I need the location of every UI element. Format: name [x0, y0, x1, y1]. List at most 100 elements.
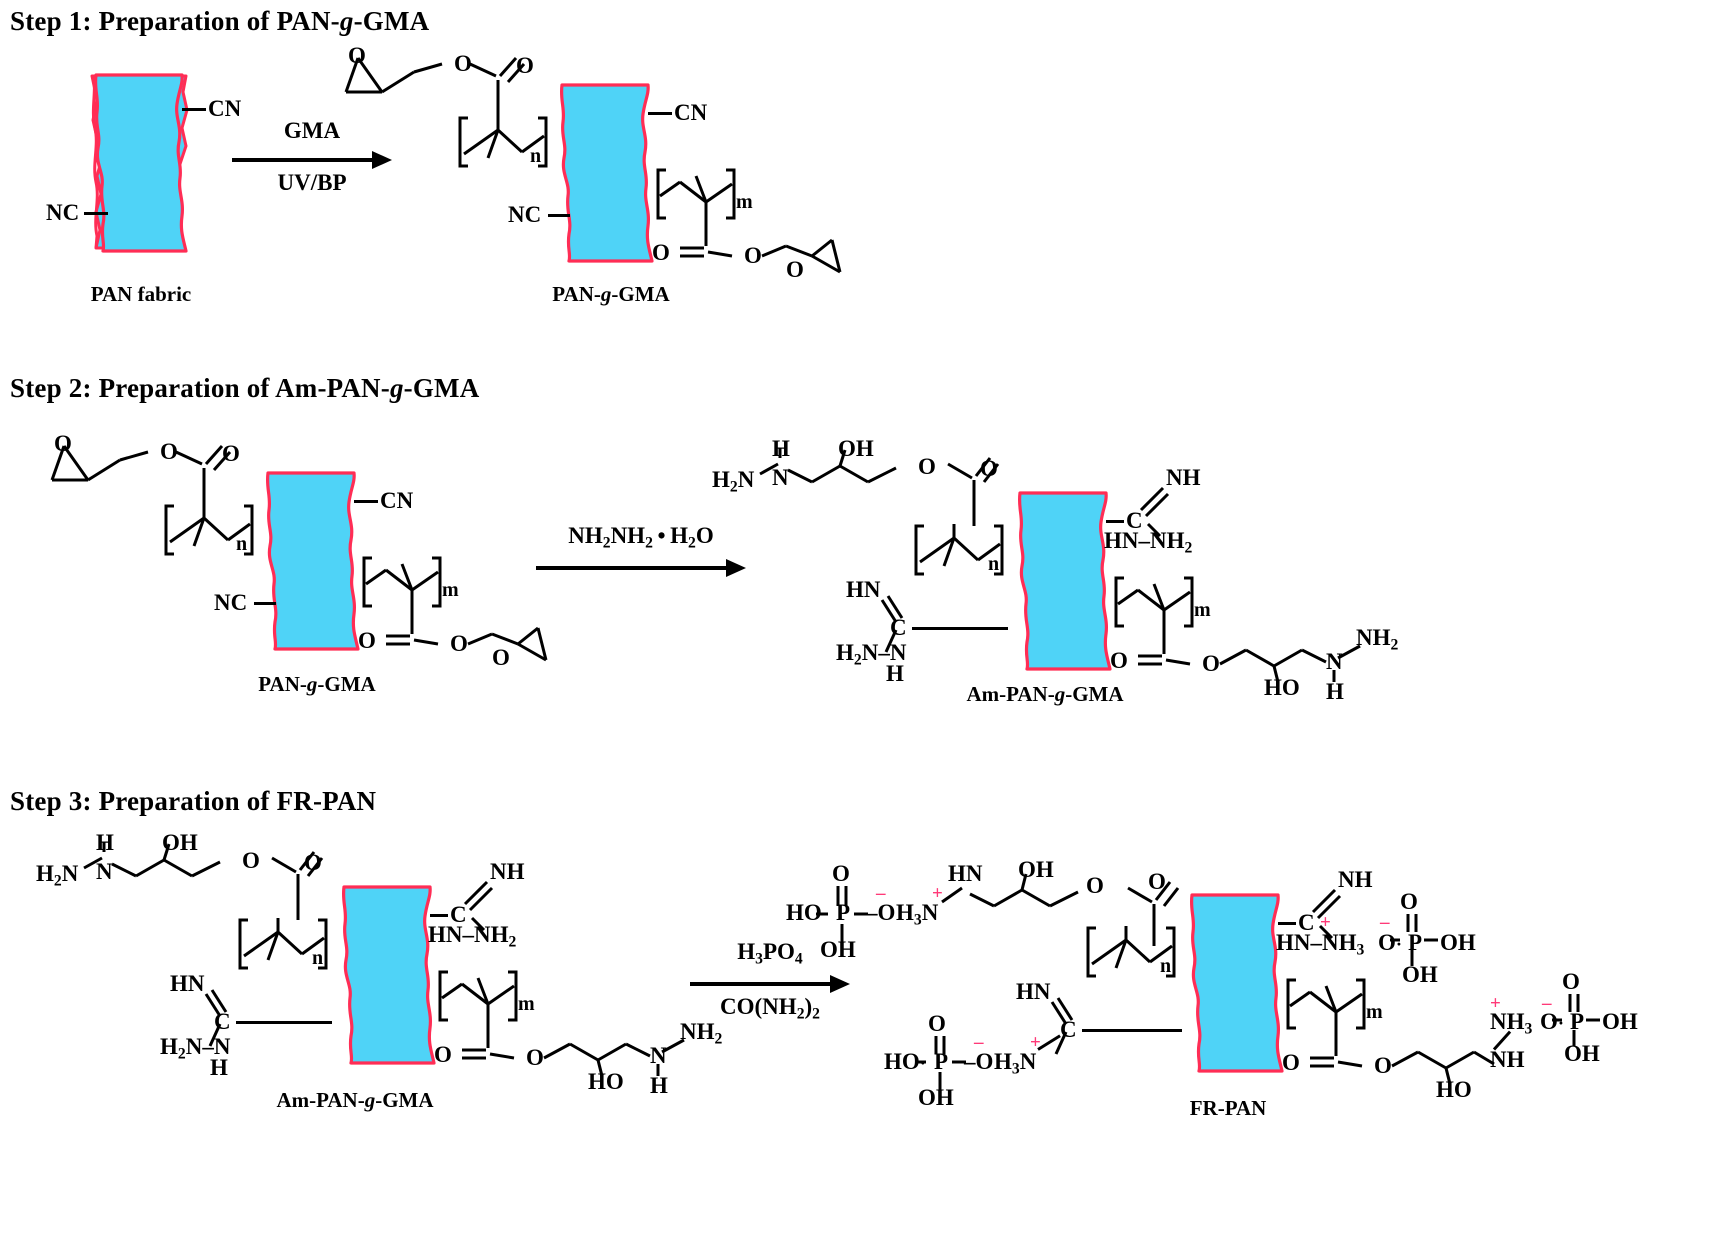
amidrazone-double-bond-top-3 — [463, 876, 524, 936]
charge-minus-fr-bottom: – — [1542, 993, 1552, 1014]
label-o-carbonyl-7: O — [1148, 869, 1166, 894]
label-nh-fr-bottom: NH — [1490, 1047, 1525, 1072]
charge-plus-ul: + — [932, 883, 943, 904]
label-nh-top-3: NH — [490, 859, 525, 884]
gma-epoxide-ester-top-2 — [36, 424, 296, 554]
label-p-fr-bottom: P — [1570, 1009, 1585, 1034]
hydrazine-glycidyl-chain-top-2 — [700, 430, 1020, 560]
fr-ester-chain-bottom — [1270, 1022, 1570, 1112]
label-o-minus-bl: –O — [964, 1049, 994, 1074]
step1-title-italic: g — [339, 6, 354, 36]
label-o-epoxide-1: O — [348, 43, 366, 68]
label-cn-3: CN — [380, 488, 414, 513]
label-h-bottom-right: H — [1326, 679, 1344, 704]
label-oh-fr-bottom-lower: OH — [1564, 1041, 1600, 1066]
label-oh-ul: OH — [1018, 857, 1054, 882]
label-hn-bottom-left-3: HN — [170, 971, 205, 996]
label-o-epoxide-b-1: O — [786, 257, 804, 282]
label-hn-ul: HN — [948, 861, 983, 886]
polymer-bracket-n-2 — [156, 504, 266, 560]
bond-c-fabric-bottom — [912, 627, 1008, 630]
polymer-bracket-n-1 — [450, 116, 560, 172]
ester-aminopropanol-chain-3 — [422, 1014, 782, 1104]
fr-pan-fabric — [1178, 892, 1304, 1074]
charge-minus-bl: – — [974, 1032, 984, 1053]
label-hn-dash-nh2-top-3: HN–NH2 — [428, 922, 517, 951]
label-o-phosphoryl-fr-top: O — [1400, 889, 1418, 914]
bond-c-fabric-fr-bottom — [1082, 1029, 1182, 1032]
step3-reagent-above: H3PO4 — [737, 938, 803, 967]
phosphate-bl-bonds — [916, 1034, 1084, 1114]
polymer-bracket-n-5 — [1078, 926, 1188, 982]
label-o-ester-6: O — [526, 1045, 544, 1070]
label-oh-fr-top-bottom: OH — [1402, 962, 1438, 987]
label-ho-bottom-3: HO — [588, 1069, 624, 1094]
step2-title-suffix: -GMA — [403, 373, 480, 403]
label-n-subscript-1: n — [530, 145, 542, 167]
bond-fabric-cn-3 — [354, 500, 378, 503]
label-p-fr-top: P — [1408, 930, 1423, 955]
label-c-amidinium-top: C — [1298, 910, 1315, 935]
label-hn-dash-nh2-top: HN–NH2 — [1104, 528, 1193, 557]
label-o-carbonyl-4: O — [1110, 648, 1128, 673]
label-o-epoxide-b-2: O — [492, 645, 510, 670]
pan-fabric-ribbon-shape — [82, 72, 208, 254]
pan-g-gma-fabric-1 — [548, 82, 674, 264]
bond-nc-fabric-3 — [254, 602, 276, 605]
label-o-ester-1: O — [454, 51, 472, 76]
label-o-carbonyl-2: O — [222, 441, 240, 466]
label-n-subscript-4: n — [312, 947, 324, 969]
label-h2n-n-bottom: H2N–N — [836, 640, 907, 669]
phosphate-fr-bottom-bonds — [1552, 992, 1660, 1062]
label-fr-pan: FR-PAN — [1189, 1096, 1267, 1120]
label-oh-top-3: OH — [162, 830, 198, 855]
label-o-ester-7: O — [1086, 873, 1104, 898]
bond-nc-fabric — [84, 212, 108, 215]
label-m-subscript-2: m — [442, 579, 459, 601]
label-p-ul: P — [836, 900, 851, 925]
label-m-subscript-3: m — [1194, 599, 1211, 621]
label-h-bottom-left: H — [886, 661, 904, 686]
label-n-subscript-5: n — [1160, 955, 1172, 977]
label-o-carbonyl-b-2: O — [358, 628, 376, 653]
label-c-amidrazone-top: C — [1126, 508, 1143, 533]
label-nh3-fr-bottom: NH3 — [1490, 1009, 1533, 1038]
label-pan-g-gma-2: PAN-g-GMA — [258, 672, 376, 696]
label-ho-fr-bottom: HO — [1436, 1077, 1472, 1102]
label-nh3-plus-bl: H3N — [994, 1049, 1037, 1078]
label-o-phosphoryl-ul: O — [832, 861, 850, 886]
label-c-amidrazone-top-3: C — [450, 902, 467, 927]
amidrazone-double-bond-bottom — [856, 595, 916, 653]
step1-reagent-below: UV/BP — [277, 170, 347, 195]
label-o-epoxide-2: O — [54, 431, 72, 456]
label-o-minus-fr-top: O· — [1378, 930, 1403, 955]
label-h-bottom-right-3: H — [650, 1073, 668, 1098]
label-m-subscript-4: m — [518, 993, 535, 1015]
label-n-top-2: N — [772, 465, 789, 490]
label-h-bottom-left-3: H — [210, 1055, 228, 1080]
label-n-subscript-2: n — [236, 533, 248, 555]
label-am-pan-g-gma-2: Am-PAN-g-GMA — [276, 1088, 434, 1112]
charge-minus-fr-top: – — [1380, 912, 1390, 933]
amidrazone-double-bond-bottom-3 — [180, 989, 240, 1047]
label-m-subscript-1: m — [736, 191, 753, 213]
phosphate-ul-bonds — [816, 884, 986, 964]
label-h2n-top-2: H2N — [712, 467, 755, 496]
step3-reagent-below: CO(NH2)2 — [720, 994, 820, 1023]
step1-reagent-above: GMA — [283, 118, 341, 143]
bond-fabric-amidinium-top — [1278, 922, 1296, 925]
label-cn-1: CN — [208, 96, 242, 121]
bond-fabric-cn — [182, 108, 206, 111]
label-ho-phosphate-ul: HO· — [786, 900, 828, 925]
gma-ester-epoxide-bottom-2 — [346, 600, 566, 690]
polymer-bracket-m-3 — [1108, 576, 1208, 632]
label-oh-phosphate-bl: OH — [918, 1085, 954, 1110]
step2-title: Step 2: Preparation of Am-PAN-g-GMA — [10, 373, 479, 404]
label-n-bottom-right: N — [1326, 649, 1343, 674]
am-pan-g-gma-fabric — [1006, 490, 1132, 672]
polymer-bracket-m-2 — [356, 556, 456, 612]
bond-fabric-amidrazone-top — [1106, 520, 1124, 523]
label-o-ester-4: O — [1202, 651, 1220, 676]
label-nh2-bottom-right: NH2 — [1356, 625, 1399, 654]
hydrazine-glycidyl-chain-top-3 — [24, 824, 344, 954]
